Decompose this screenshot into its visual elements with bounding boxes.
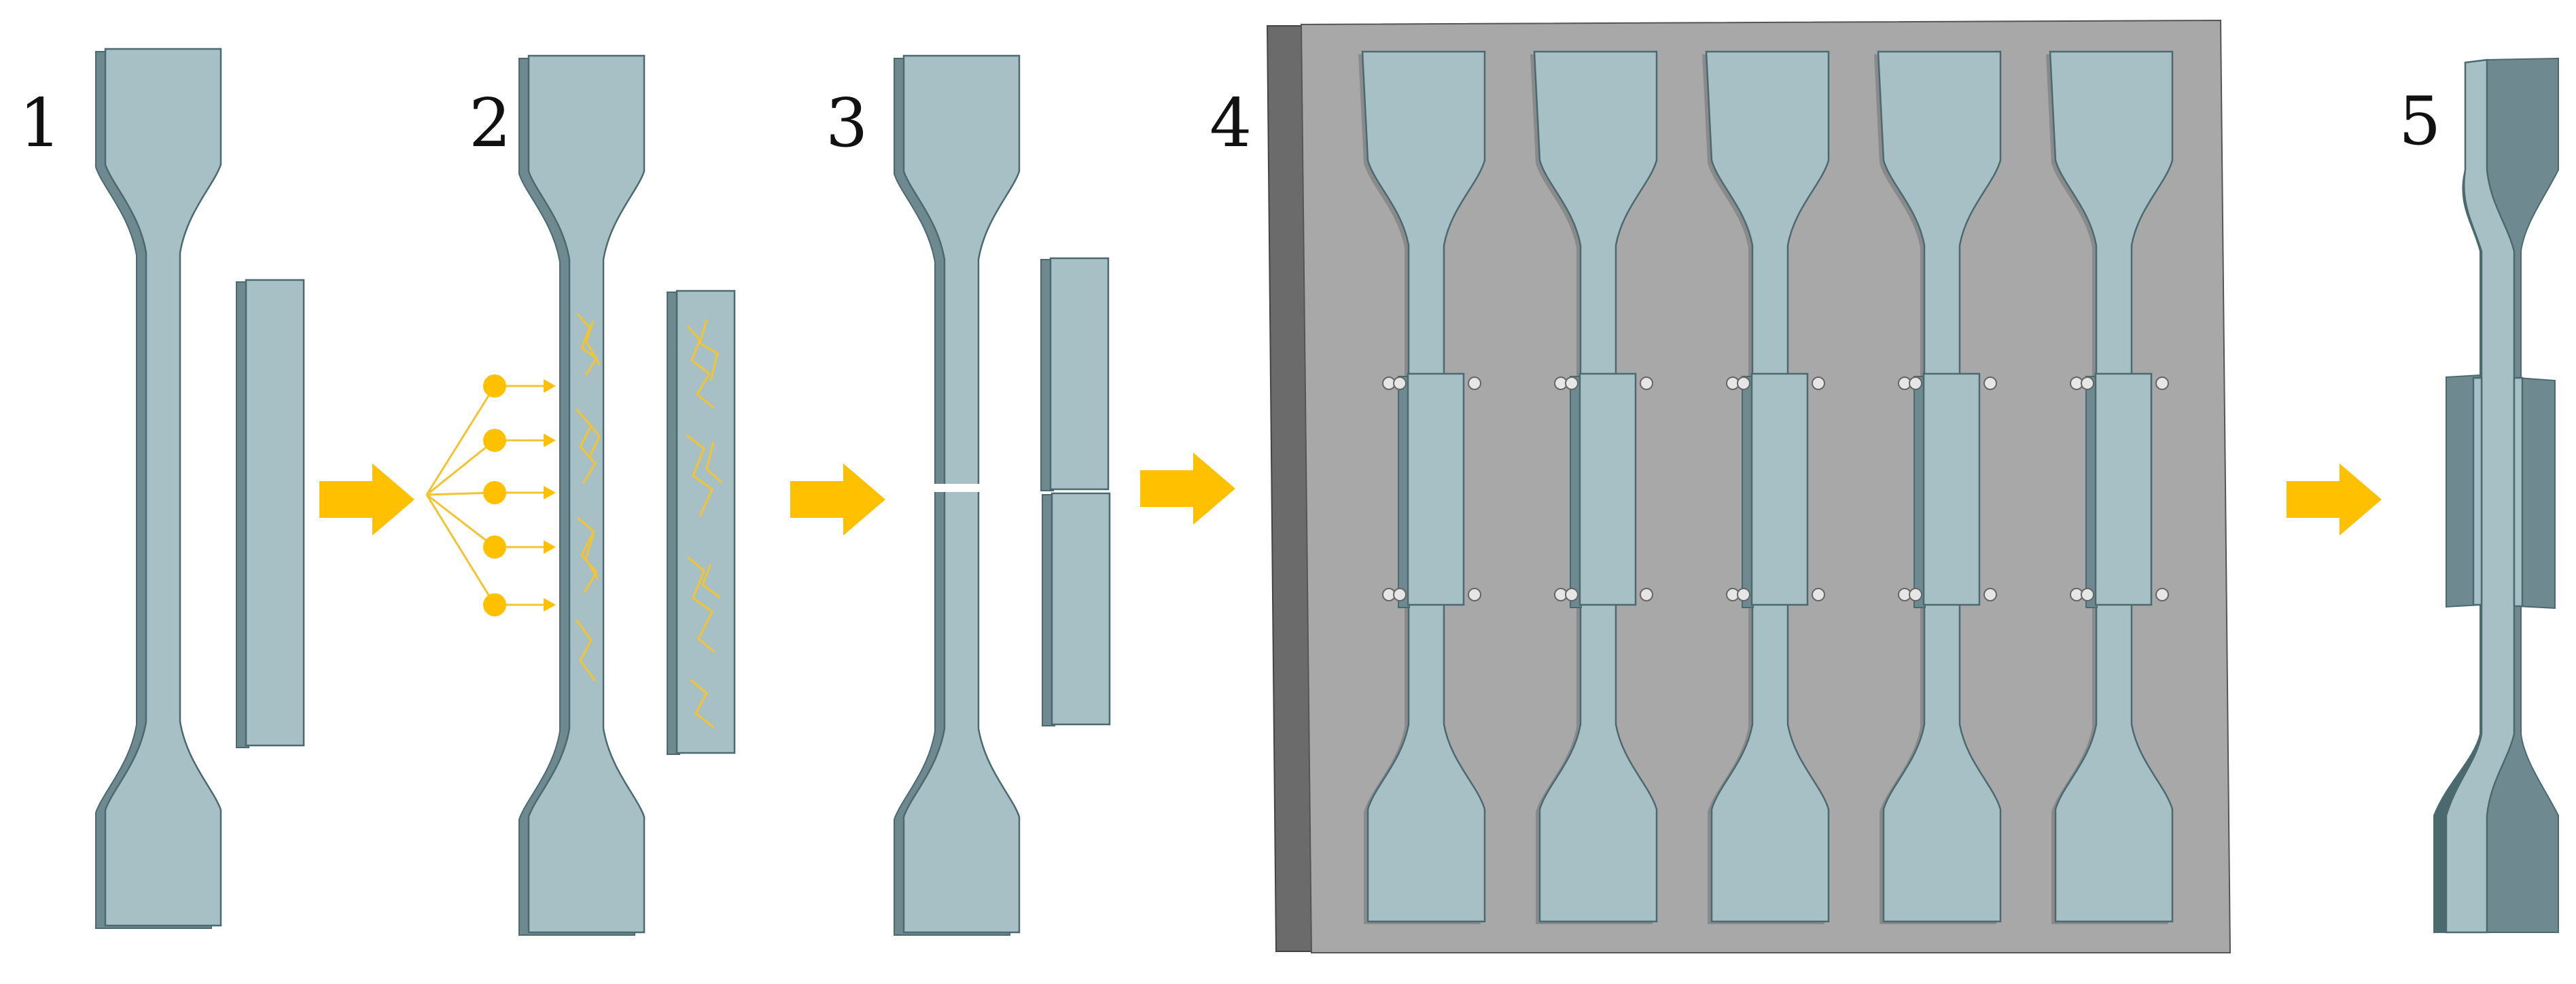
clamp-pin [1812,376,1825,390]
mold-patch [1578,372,1637,606]
clamp-pin [2155,376,2169,390]
step-4-label: 4 [1210,85,1252,162]
clamp-pin [1565,588,1578,601]
crack-network-icon [425,374,556,616]
patch-strip [667,289,736,755]
mold-patch [2094,372,2153,606]
clamp-pin [1983,588,1997,601]
arrow-right-icon [790,463,885,535]
step-2-group [425,54,736,936]
clamp-pin [1640,376,1653,390]
clamp-pin [2081,588,2094,601]
patch-strip [236,279,305,748]
clamp-pin [1909,376,1922,390]
clamp-pin [1393,588,1407,601]
step-2-label: 2 [469,85,511,162]
arrow-right-icon [319,463,414,535]
step-4-group [1266,19,2231,953]
clamp-pin [1909,588,1922,601]
clamp-pin [1983,376,1997,390]
arrow-right-icon [1140,453,1235,525]
fractured-dogbone-specimen [894,54,1021,936]
clamp-pin [1468,376,1481,390]
mold-patch [1407,372,1465,606]
clamp-pin [1737,376,1750,390]
dogbone-specimen [518,54,646,936]
clamp-pin [1468,588,1481,601]
mold-patch [1922,372,1981,606]
step-3-label: 3 [826,85,868,162]
step-1-group [95,48,305,929]
step-3-group [894,54,1111,936]
clamp-pin [2155,588,2169,601]
clamp-pin [2081,376,2094,390]
dogbone-specimen [95,48,222,929]
step-5-label: 5 [2399,83,2441,160]
mold-specimens [1358,50,2174,924]
repaired-specimen-side-view [2433,57,2559,934]
clamp-pin [1640,588,1653,601]
clamp-pin [1737,588,1750,601]
mold-patch [1750,372,1809,606]
step-5-group [2433,57,2559,934]
clamp-pin [1812,588,1825,601]
arrow-right-icon [2287,463,2382,535]
clamp-pin [1565,376,1578,390]
fractured-patch-strip [1040,257,1111,726]
clamp-pin [1393,376,1407,390]
step-1-label: 1 [19,85,61,162]
